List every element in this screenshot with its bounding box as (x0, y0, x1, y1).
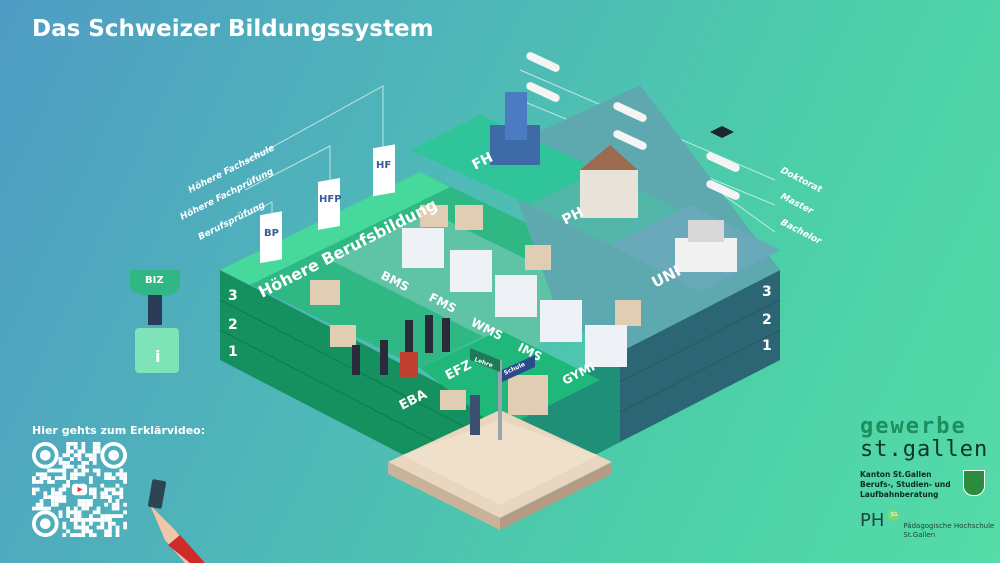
ph-short: PH (860, 510, 885, 531)
qr-finder (100, 442, 127, 469)
logos: gewerbe st.gallen Kanton St.Gallen Beruf… (860, 416, 1000, 540)
hand-phone (147, 479, 205, 563)
diplomas (526, 52, 740, 200)
degree-doktorat: Doktorat (779, 166, 824, 196)
certificate-bp-label: BP (264, 228, 279, 239)
entrance-stairs (388, 410, 612, 530)
kanton-line-3: Laufbahnberatung (860, 490, 939, 499)
level-3-right: 3 (762, 284, 772, 300)
kanton-logo: Kanton St.Gallen Berufs-, Studien- und L… (860, 470, 1000, 500)
certificate-hf (373, 144, 395, 197)
level-numbers-right: 3 2 1 (762, 284, 772, 354)
building-ims (540, 300, 582, 342)
video-qr-code[interactable] (32, 442, 127, 537)
certificate-hfp-label: HFP (319, 194, 342, 205)
ph-badge: SG (888, 510, 900, 521)
kanton-line-2: Berufs-, Studien- und (860, 480, 951, 489)
ph-line-2: St.Gallen (903, 531, 936, 539)
phone-icon (147, 479, 167, 509)
level-3-left: 3 (228, 288, 238, 304)
kanton-shield-icon (962, 470, 985, 496)
level-2-right: 2 (762, 312, 772, 328)
right-face (620, 270, 780, 442)
ph-line-1: Pädagogische Hochschule (903, 522, 995, 530)
qr-finder (32, 510, 59, 537)
certificate-hf-label: HF (376, 160, 391, 171)
qr-finder (32, 442, 59, 469)
level-2-left: 2 (228, 317, 238, 333)
inner-stairs (310, 205, 641, 415)
building-uni (675, 220, 737, 272)
gewerbe-logo-line1: gewerbe (860, 414, 967, 439)
building-fh (490, 92, 540, 165)
building-fms (450, 250, 492, 292)
biz-info-booth: BIZ i (130, 270, 180, 373)
building-gymi (585, 325, 627, 367)
biz-label: BIZ (145, 275, 164, 286)
certificate-hfp (318, 178, 340, 230)
certificates: BP HFP HF (260, 144, 395, 264)
degree-bachelor: Bachelor (779, 218, 824, 247)
level-1-right: 1 (762, 338, 772, 354)
graduation-cap-icon (710, 126, 734, 138)
info-icon: i (155, 347, 160, 366)
page-title: Das Schweizer Bildungssystem (32, 16, 434, 42)
video-label: Hier gehts zum Erklärvideo: (32, 424, 206, 437)
gewerbe-logo-line2: st.gallen (860, 437, 989, 462)
kanton-line-1: Kanton St.Gallen (860, 470, 932, 479)
building-bms (402, 228, 444, 268)
buildings (402, 92, 737, 367)
certificate-bp (260, 211, 282, 264)
level-numbers-left: 3 2 1 (228, 288, 238, 360)
ph-logo: PH SG Pädagogische Hochschule St.Gallen (860, 510, 1000, 540)
building-ph (580, 145, 638, 218)
level-1-left: 1 (228, 344, 238, 360)
building-wms (495, 275, 537, 317)
people (352, 315, 480, 435)
degree-master: Master (779, 192, 815, 217)
